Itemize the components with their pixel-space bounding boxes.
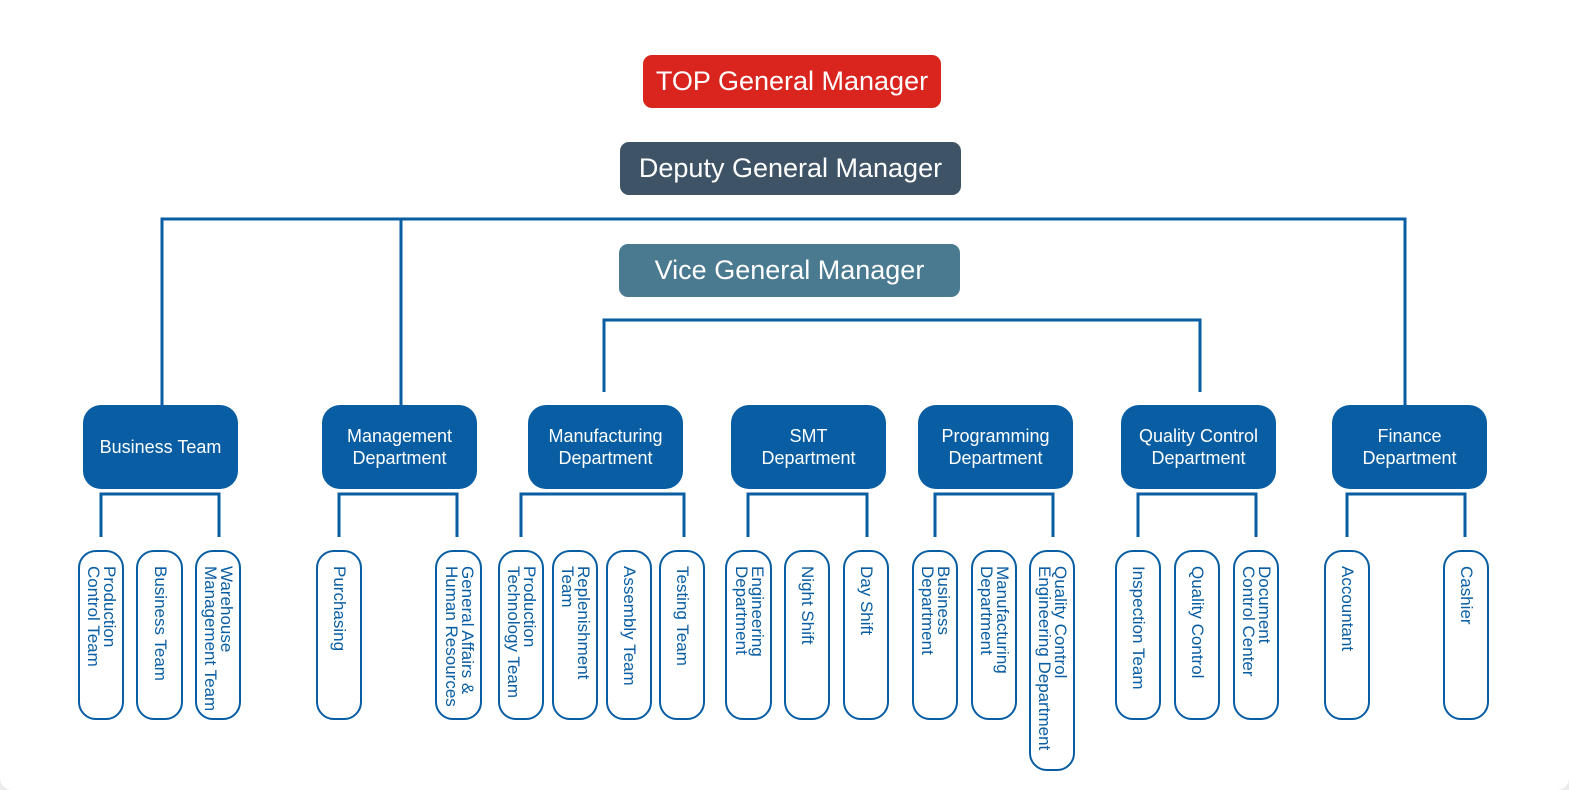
team-inspection: Inspection Team xyxy=(1115,550,1161,720)
team-cashier: Cashier xyxy=(1443,550,1489,720)
team-testing: Testing Team xyxy=(659,550,705,720)
team-quality-control: Quality Control xyxy=(1174,550,1220,720)
team-purchasing: Purchasing xyxy=(316,550,362,720)
team-document-control: Document Control Center xyxy=(1233,550,1279,720)
bracket-smt xyxy=(746,492,869,537)
team-warehouse-management: Warehouse Management Team xyxy=(195,550,241,720)
deputy-connector xyxy=(160,217,1407,405)
team-replenishment: Replenishment Team xyxy=(552,550,598,720)
vice-general-manager-box: Vice General Manager xyxy=(619,244,960,297)
team-production-technology: Production Technology Team xyxy=(498,550,544,720)
bracket-finance xyxy=(1345,492,1467,537)
department-smt: SMT Department xyxy=(731,405,886,489)
department-quality-control: Quality Control Department xyxy=(1121,405,1276,489)
department-programming: Programming Department xyxy=(918,405,1073,489)
department-management: Management Department xyxy=(322,405,477,489)
team-day-shift: Day Shift xyxy=(843,550,889,720)
top-general-manager-box: TOP General Manager xyxy=(643,55,941,108)
bracket-quality xyxy=(1136,492,1258,537)
team-night-shift: Night Shift xyxy=(784,550,830,720)
team-business: Business Team xyxy=(136,550,183,720)
department-finance: Finance Department xyxy=(1332,405,1487,489)
team-qc-engineering: Quality Control Engineering Department xyxy=(1029,550,1075,771)
bracket-management xyxy=(337,492,459,537)
department-manufacturing: Manufacturing Department xyxy=(528,405,683,489)
team-production-control: Production Control Team xyxy=(78,550,124,720)
team-business-department: Business Department xyxy=(912,550,958,720)
deputy-general-manager-box: Deputy General Manager xyxy=(620,142,961,195)
team-manufacturing-department: Manufacturing Department xyxy=(971,550,1017,720)
team-general-affairs-hr: General Affairs & Human Resources xyxy=(435,550,482,720)
bracket-programming xyxy=(933,492,1055,537)
vice-connector xyxy=(602,318,1202,392)
bracket-manufacturing xyxy=(519,492,686,537)
team-assembly: Assembly Team xyxy=(606,550,652,720)
department-business-team: Business Team xyxy=(83,405,238,489)
team-accountant: Accountant xyxy=(1324,550,1370,720)
bracket-business xyxy=(99,492,221,537)
team-engineering: Engineering Department xyxy=(725,550,772,720)
